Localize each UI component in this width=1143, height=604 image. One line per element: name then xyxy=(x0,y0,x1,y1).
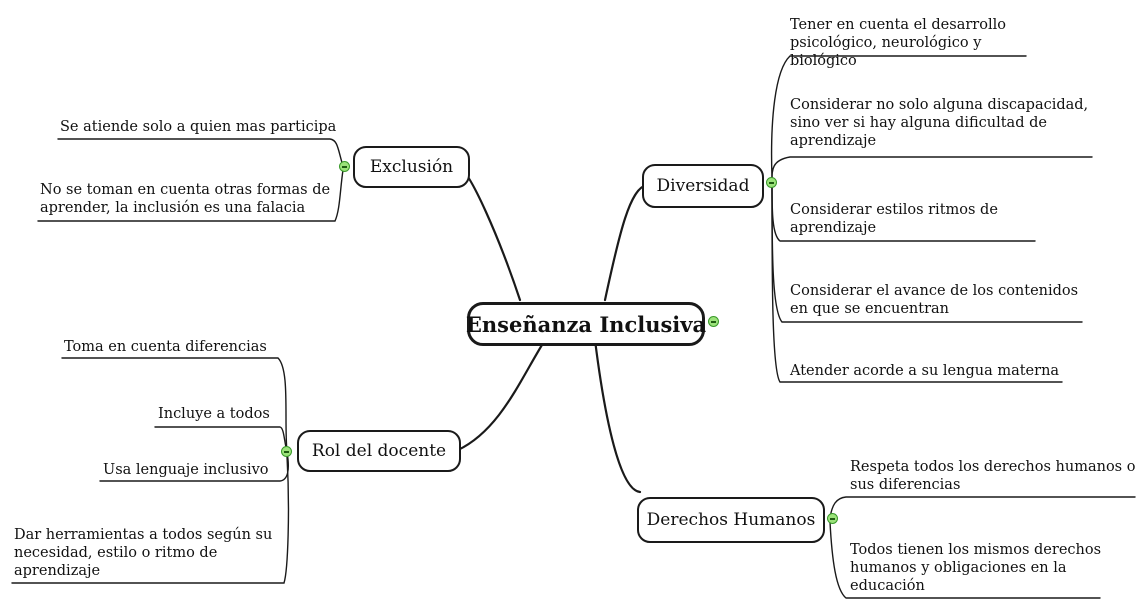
link-rol-leaf-1 xyxy=(61,357,288,453)
collapse-central-icon[interactable] xyxy=(708,316,719,327)
derechos-leaf-1: Respeta todos los derechos humanos o sus… xyxy=(850,459,1136,493)
link-diversidad-leaf-5 xyxy=(771,187,1063,383)
branch-diversidad-label: Diversidad xyxy=(656,176,750,196)
collapse-exclusion-icon[interactable] xyxy=(339,161,350,172)
link-central-exclusion xyxy=(456,164,522,302)
diversidad-leaf-3: Considerar estilos ritmos de aprendizaje xyxy=(790,202,998,236)
link-diversidad-leaf-2 xyxy=(771,156,1093,181)
rol-docente-leaf-3: Usa lenguaje inclusivo xyxy=(103,462,269,478)
diversidad-leaf-1: Tener en cuenta el desarrollo psicológic… xyxy=(790,17,1006,69)
link-rol-leaf-4 xyxy=(11,455,290,584)
branch-derechos-humanos-label: Derechos Humanos xyxy=(646,510,816,530)
branch-rol-docente[interactable]: Rol del docente xyxy=(297,430,461,472)
rol-docente-leaf-4: Dar herramientas a todos según su necesi… xyxy=(14,527,273,579)
central-topic[interactable]: Enseñanza Inclusiva xyxy=(465,302,707,346)
link-diversidad-leaf-1 xyxy=(770,55,1027,179)
link-central-derechos xyxy=(593,338,642,494)
branch-diversidad[interactable]: Diversidad xyxy=(642,164,764,208)
collapse-diversidad-icon[interactable] xyxy=(766,177,777,188)
link-central-rol xyxy=(456,338,547,452)
link-exclusion-leaf-2 xyxy=(37,169,344,222)
branch-exclusion[interactable]: Exclusión xyxy=(353,146,470,188)
central-topic-label: Enseñanza Inclusiva xyxy=(465,311,707,337)
exclusion-leaf-1: Se atiende solo a quien mas participa xyxy=(60,119,337,135)
diversidad-leaf-2: Considerar no solo alguna discapacidad, … xyxy=(790,97,1089,149)
branch-exclusion-label: Exclusión xyxy=(369,157,454,177)
link-derechos-leaf-2 xyxy=(829,521,1101,599)
link-central-diversidad xyxy=(603,183,648,302)
exclusion-leaf-2: No se toman en cuenta otras formas de ap… xyxy=(40,182,331,216)
collapse-rol-docente-icon[interactable] xyxy=(281,446,292,457)
diversidad-leaf-5: Atender acorde a su lengua materna xyxy=(790,363,1060,379)
diversidad-leaf-4: Considerar el avance de los contenidos e… xyxy=(790,283,1079,317)
link-rol-leaf-2 xyxy=(154,426,288,453)
link-exclusion-leaf-1 xyxy=(57,138,344,167)
derechos-leaf-2: Todos tienen los mismos derechos humanos… xyxy=(850,542,1102,594)
branch-rol-docente-label: Rol del docente xyxy=(311,441,447,461)
branch-derechos-humanos[interactable]: Derechos Humanos xyxy=(637,497,825,543)
rol-docente-leaf-2: Incluye a todos xyxy=(158,406,270,422)
link-derechos-leaf-1 xyxy=(829,496,1136,519)
collapse-derechos-humanos-icon[interactable] xyxy=(827,513,838,524)
rol-docente-leaf-1: Toma en cuenta diferencias xyxy=(64,339,267,355)
